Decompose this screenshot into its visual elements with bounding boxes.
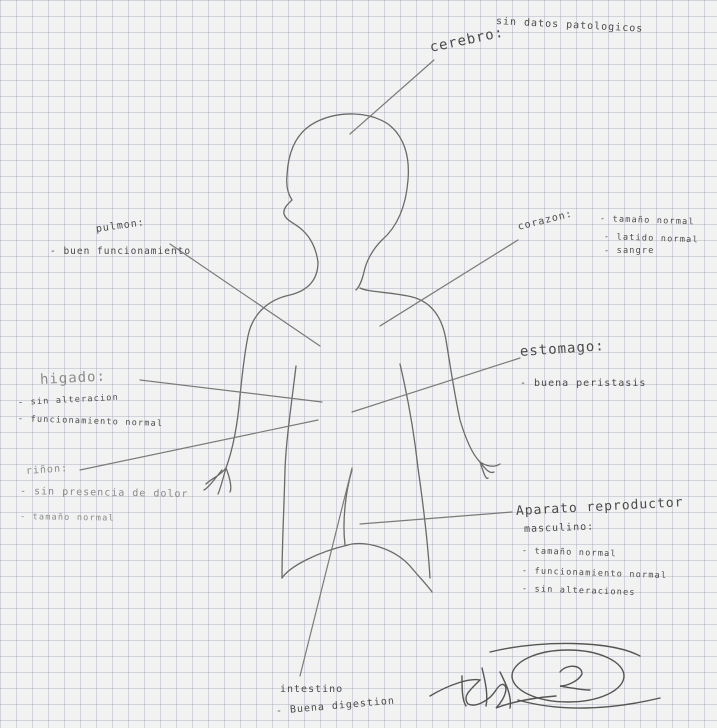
pointer-pulmon — [170, 244, 320, 346]
pointer-rinon — [80, 420, 318, 470]
signature — [430, 643, 660, 708]
body-outline-left-leg — [282, 545, 348, 578]
body-outline-groin — [344, 470, 352, 545]
body-outline-head — [284, 114, 409, 290]
intestino-title: intestino — [280, 684, 343, 695]
pointer-intestino — [300, 468, 352, 676]
body-outline-right-leg — [348, 544, 432, 592]
body-outline-right-side — [360, 288, 500, 478]
pointer-higado — [140, 380, 322, 402]
pointer-corazon — [380, 240, 518, 326]
rinon-item-2: - tamaño normal — [20, 512, 115, 524]
corazon-item-3: - sangre — [604, 246, 655, 256]
body-outline-right-inner — [400, 364, 430, 578]
estomago-item-1: - buena peristasis — [520, 378, 646, 389]
body-outline-left-side — [204, 262, 318, 494]
pointer-cerebro — [350, 60, 434, 134]
pointer-aparato — [360, 512, 512, 524]
pulmon-item-1: - buen funcionamiento — [50, 246, 191, 257]
pointer-estomago — [352, 358, 520, 412]
